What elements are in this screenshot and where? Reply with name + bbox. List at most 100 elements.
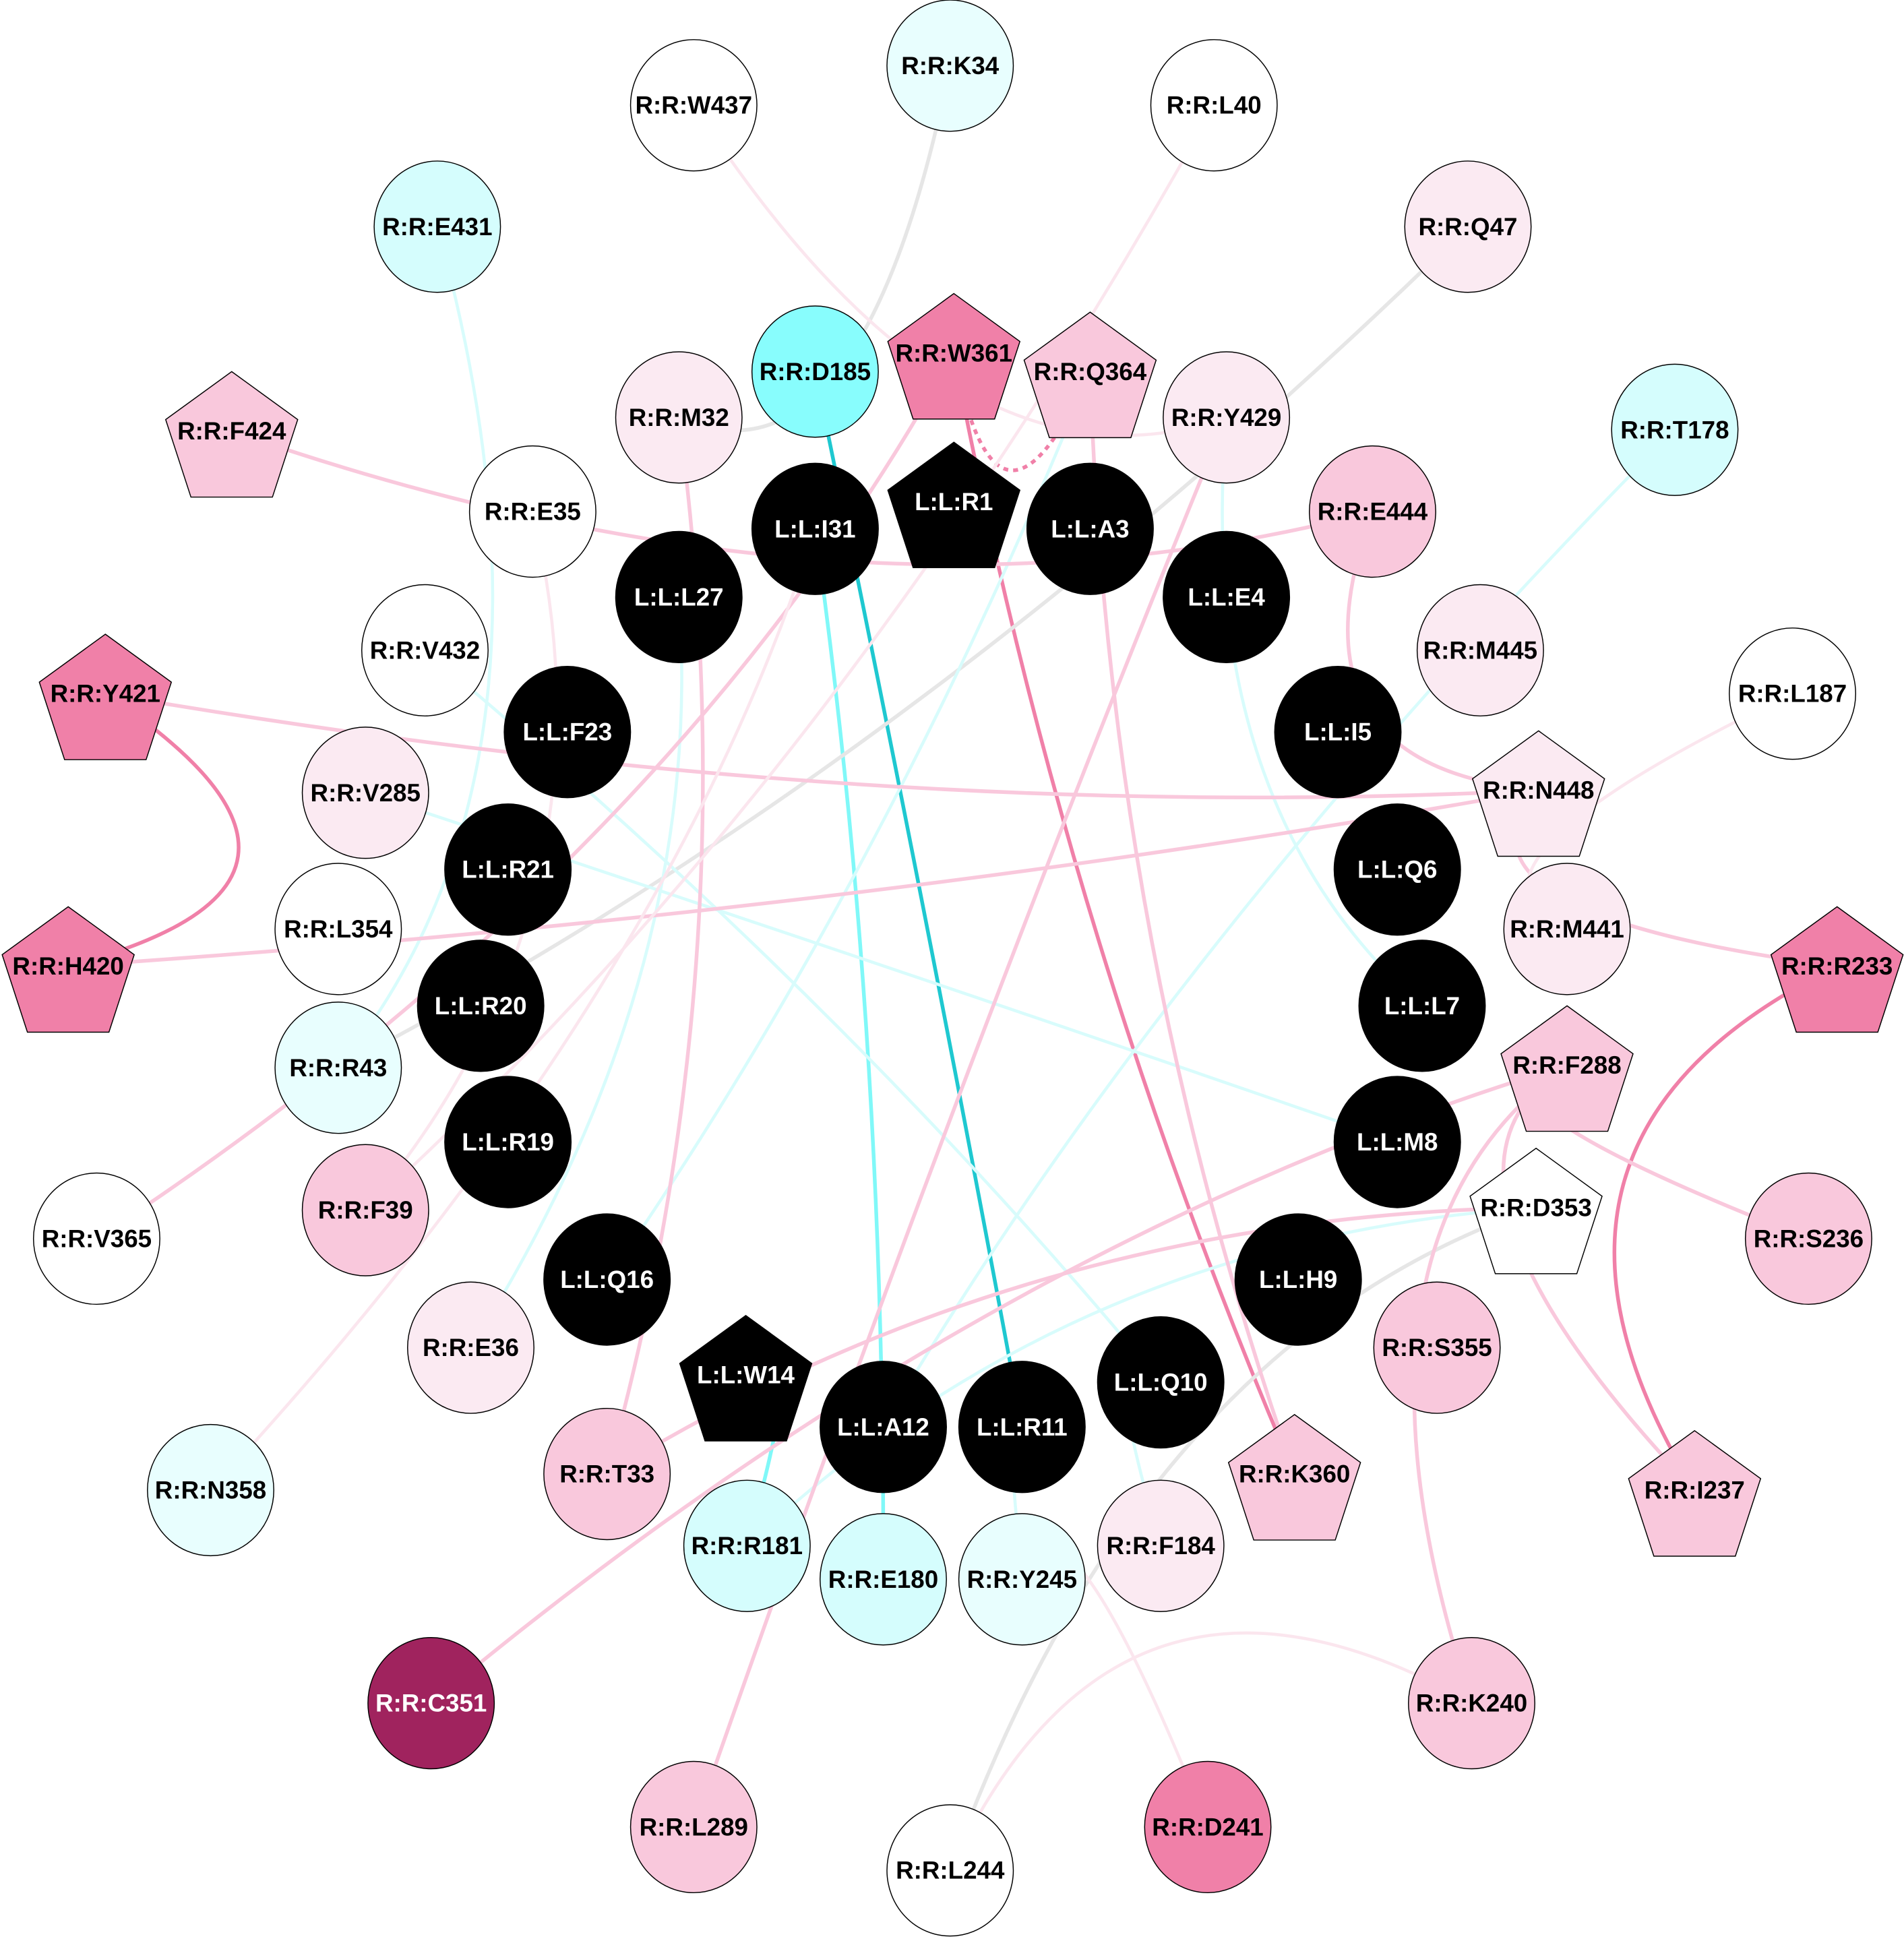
circle-node-shape <box>1234 1213 1362 1346</box>
circle-node-shape <box>1097 1479 1225 1612</box>
node-r-r-v365[interactable]: R:R:V365 <box>32 1172 160 1305</box>
node-r-r-v432[interactable]: R:R:V432 <box>361 584 489 717</box>
edge-r-r-y421-to-r-r-h420 <box>67 691 241 968</box>
node-l-l-q6[interactable]: L:L:Q6 <box>1333 803 1461 936</box>
node-label: L:L:I31 <box>774 515 855 543</box>
circle-node-shape <box>503 666 632 799</box>
circle-node-shape <box>1408 1636 1535 1770</box>
edge-r-r-e431-to-r-r-r43 <box>337 226 495 1069</box>
pentagon-node-shape <box>1227 1413 1361 1541</box>
node-r-r-r181[interactable]: R:R:R181 <box>683 1479 811 1612</box>
node-label: R:R:F288 <box>1512 1051 1621 1079</box>
node-l-l-i31[interactable]: L:L:I31 <box>751 462 879 595</box>
node-r-r-l187[interactable]: R:R:L187 <box>1729 627 1856 760</box>
circle-node-shape <box>886 1804 1014 1937</box>
node-r-r-m32[interactable]: R:R:M32 <box>615 351 743 484</box>
node-l-l-w14[interactable]: L:L:W14 <box>679 1314 813 1442</box>
node-r-r-s355[interactable]: R:R:S355 <box>1373 1281 1501 1414</box>
node-r-r-e36[interactable]: R:R:E36 <box>407 1281 534 1414</box>
node-label: R:R:E431 <box>382 213 492 241</box>
node-label: L:L:Q10 <box>1114 1369 1208 1396</box>
node-r-r-f184[interactable]: R:R:F184 <box>1097 1479 1225 1612</box>
circle-node-shape <box>751 462 879 595</box>
node-l-l-e4[interactable]: L:L:E4 <box>1163 530 1291 664</box>
node-label: R:R:L289 <box>640 1813 748 1841</box>
node-r-r-y421[interactable]: R:R:Y421 <box>38 634 173 760</box>
circle-node-shape <box>274 1002 402 1134</box>
node-label: R:R:M445 <box>1423 636 1537 664</box>
node-l-l-m8[interactable]: L:L:M8 <box>1333 1076 1461 1208</box>
node-r-r-e431[interactable]: R:R:E431 <box>373 160 501 293</box>
node-r-r-s236[interactable]: R:R:S236 <box>1744 1172 1872 1305</box>
node-l-l-l27[interactable]: L:L:L27 <box>615 530 743 664</box>
node-r-r-t178[interactable]: R:R:T178 <box>1611 363 1739 496</box>
node-label: R:R:K240 <box>1416 1690 1527 1717</box>
node-r-r-y245[interactable]: R:R:Y245 <box>958 1513 1086 1646</box>
node-label: R:R:V365 <box>42 1225 152 1252</box>
node-l-l-r1[interactable]: L:L:R1 <box>887 441 1021 569</box>
node-l-l-r20[interactable]: L:L:R20 <box>417 939 545 1072</box>
node-l-l-l7[interactable]: L:L:L7 <box>1358 939 1486 1072</box>
node-r-r-t33[interactable]: R:R:T33 <box>543 1407 671 1541</box>
node-l-l-a12[interactable]: L:L:A12 <box>820 1361 947 1493</box>
node-r-r-l289[interactable]: R:R:L289 <box>629 1760 758 1894</box>
node-r-r-w437[interactable]: R:R:W437 <box>629 39 758 172</box>
node-r-r-d241[interactable]: R:R:D241 <box>1144 1760 1272 1894</box>
node-label: L:L:L7 <box>1384 992 1460 1020</box>
node-label: L:L:W14 <box>697 1361 795 1389</box>
circle-node-shape <box>1150 39 1278 172</box>
node-l-l-r11[interactable]: L:L:R11 <box>958 1361 1086 1493</box>
node-l-l-q16[interactable]: L:L:Q16 <box>543 1213 671 1346</box>
node-l-l-a3[interactable]: L:L:A3 <box>1026 462 1154 595</box>
pentagon-node-shape <box>164 371 299 498</box>
node-r-r-n448[interactable]: R:R:N448 <box>1471 730 1605 857</box>
node-r-r-q364[interactable]: R:R:Q364 <box>1023 311 1157 439</box>
node-r-r-l244[interactable]: R:R:L244 <box>886 1804 1014 1937</box>
node-r-r-k240[interactable]: R:R:K240 <box>1408 1636 1535 1770</box>
node-l-l-h9[interactable]: L:L:H9 <box>1234 1213 1362 1346</box>
node-r-r-i237[interactable]: R:R:I237 <box>1628 1429 1762 1557</box>
node-r-r-q47[interactable]: R:R:Q47 <box>1404 160 1532 293</box>
node-label: R:R:N358 <box>155 1477 266 1504</box>
node-r-r-e180[interactable]: R:R:E180 <box>820 1513 947 1646</box>
node-r-r-d353[interactable]: R:R:D353 <box>1469 1147 1603 1274</box>
circle-node-shape <box>543 1213 671 1346</box>
node-r-r-n358[interactable]: R:R:N358 <box>147 1423 274 1557</box>
circle-node-shape <box>1144 1760 1272 1894</box>
node-l-l-r19[interactable]: L:L:R19 <box>444 1076 572 1208</box>
node-r-r-e444[interactable]: R:R:E444 <box>1309 445 1436 578</box>
node-label: L:L:Q16 <box>560 1266 654 1293</box>
node-r-r-c351[interactable]: R:R:C351 <box>367 1636 495 1770</box>
node-r-r-r43[interactable]: R:R:R43 <box>274 1002 402 1134</box>
circle-node-shape <box>1744 1172 1872 1305</box>
circle-node-shape <box>683 1479 811 1612</box>
node-r-r-f424[interactable]: R:R:F424 <box>164 371 299 498</box>
node-r-r-w361[interactable]: R:R:W361 <box>887 292 1021 420</box>
node-l-l-r21[interactable]: L:L:R21 <box>444 803 572 936</box>
node-label: R:R:N448 <box>1483 776 1594 804</box>
node-r-r-m445[interactable]: R:R:M445 <box>1416 584 1544 717</box>
node-r-r-r233[interactable]: R:R:R233 <box>1770 906 1904 1033</box>
node-l-l-q10[interactable]: L:L:Q10 <box>1097 1316 1225 1449</box>
node-label: R:R:I237 <box>1645 1477 1745 1504</box>
node-r-r-d185[interactable]: R:R:D185 <box>751 305 879 438</box>
node-r-r-l40[interactable]: R:R:L40 <box>1150 39 1278 172</box>
node-r-r-k360[interactable]: R:R:K360 <box>1227 1413 1361 1541</box>
node-r-r-m441[interactable]: R:R:M441 <box>1503 863 1631 995</box>
node-r-r-e35[interactable]: R:R:E35 <box>468 445 596 578</box>
node-r-r-h420[interactable]: R:R:H420 <box>1 906 135 1033</box>
node-l-l-i5[interactable]: L:L:I5 <box>1274 666 1402 799</box>
pentagon-node-shape <box>1 906 135 1033</box>
edge-l-l-q16-to-r-r-q364 <box>605 371 1092 1281</box>
circle-node-shape <box>444 803 572 936</box>
node-r-r-f288[interactable]: R:R:F288 <box>1500 1005 1634 1132</box>
node-label: R:R:K360 <box>1239 1460 1350 1488</box>
node-r-r-l354[interactable]: R:R:L354 <box>274 863 402 995</box>
node-r-r-y429[interactable]: R:R:Y429 <box>1163 351 1291 484</box>
node-l-l-f23[interactable]: L:L:F23 <box>503 666 632 799</box>
circle-node-shape <box>1097 1316 1225 1449</box>
node-r-r-v285[interactable]: R:R:V285 <box>301 727 429 859</box>
node-r-r-f39[interactable]: R:R:F39 <box>301 1144 429 1276</box>
pentagon-node-shape <box>1469 1147 1603 1274</box>
node-r-r-k34[interactable]: R:R:K34 <box>886 0 1014 132</box>
